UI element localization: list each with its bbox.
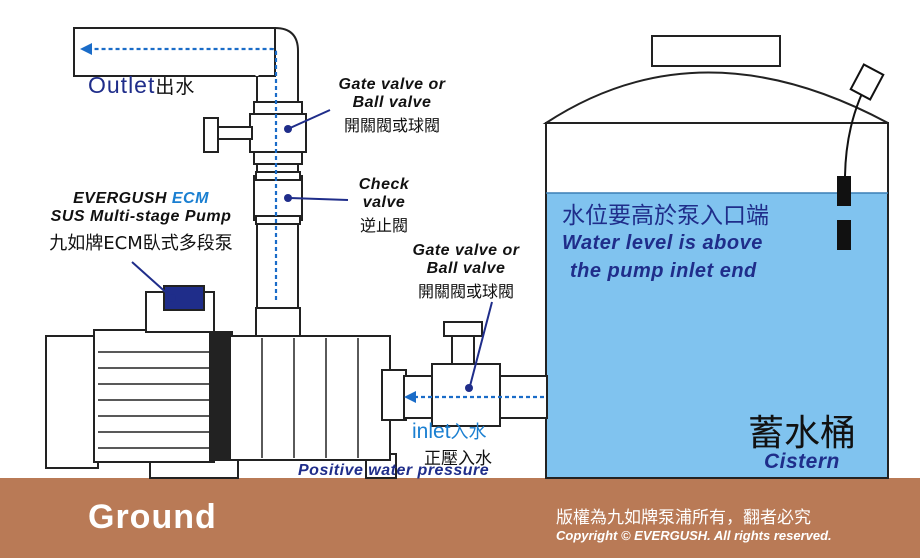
valve-body-top: [249, 113, 307, 153]
gate-valve-top-label: Gate valve or Ball valve 開關閥或球閥: [316, 76, 468, 136]
motor-dark-band: [209, 331, 233, 461]
check-valve-collar-a: [255, 171, 301, 181]
pump-brand-suffix: ECM: [171, 190, 209, 207]
outlet-flow-arrowhead: [80, 43, 92, 55]
cistern: [542, 35, 889, 479]
pump-label-line2: SUS Multi-stage Pump: [50, 208, 232, 225]
pump: [45, 285, 407, 479]
inlet-cn2: 正壓入水: [424, 449, 492, 469]
pump-brand: EVERGUSH: [73, 190, 167, 207]
check-valve-collar-b: [255, 215, 301, 225]
footer-cn: 版權為九如牌泵浦所有，翻者必究: [556, 508, 811, 528]
inlet-label: inlet入水: [412, 418, 487, 444]
leader-lines: [131, 109, 493, 387]
tank-note-en2: the pump inlet end: [570, 260, 757, 282]
inlet-valve-stem: [451, 335, 475, 365]
leader-gate-valve-top: [289, 109, 331, 129]
inlet-label-cn: 入水: [450, 422, 487, 443]
motor-body: [93, 329, 215, 463]
inlet-flow-arrowhead: [404, 391, 416, 403]
gate-valve-top-line1: Gate valve or: [338, 76, 446, 93]
marker-pump: [168, 294, 176, 302]
pipe-collar-upper: [253, 101, 303, 115]
inlet-valve-body: [431, 363, 501, 427]
tank-note-cn: 水位要高於泵入口端: [562, 203, 769, 229]
pump-stages: [261, 338, 359, 458]
valve-handle-top: [203, 117, 219, 153]
gate-valve-inlet-line1: Gate valve or: [412, 242, 520, 259]
gate-valve-top-line2: Ball valve: [352, 94, 432, 111]
gate-valve-top-cn: 開關閥或球閥: [343, 116, 440, 135]
check-valve-line1: Check: [358, 176, 410, 193]
ground-band: [0, 478, 920, 558]
positive-pressure-note: Positive water pressure: [298, 462, 490, 479]
cistern-name-en: Cistern: [764, 450, 840, 473]
pump-label-line1: EVERGUSH ECM: [30, 190, 252, 208]
gate-valve-inlet-label: Gate valve or Ball valve 開關閥或球閥: [390, 242, 542, 302]
check-valve-label: Check valve 逆止閥: [340, 176, 428, 236]
outlet-flow-line: [88, 47, 278, 300]
pipe-collar-mid: [253, 151, 303, 165]
check-valve-line2: valve: [362, 194, 406, 211]
cistern-name-cn: 蓄水桶: [748, 413, 857, 454]
float-switch-mount: [849, 63, 885, 101]
pump-label: EVERGUSH ECM SUS Multi-stage Pump 九如牌ECM…: [30, 190, 252, 255]
pump-housing: [229, 335, 391, 461]
inlet-valve-handle: [443, 321, 483, 337]
outlet-label-cn: 出水: [155, 76, 196, 98]
discharge-pipe: [73, 27, 307, 337]
gate-valve-inlet-cn: 開關閥或球閥: [417, 282, 514, 301]
float-switch-upper: [837, 176, 851, 206]
pump-label-cn: 九如牌ECM臥式多段泵: [49, 233, 233, 254]
motor-end-cap: [45, 335, 99, 469]
inlet-label-en: inlet: [412, 420, 451, 443]
tank-note-en1: Water level is above: [562, 232, 763, 254]
marker-check-valve: [284, 194, 292, 202]
outlet-label-en: Outlet: [88, 72, 156, 98]
footer-en: Copyright © EVERGUSH. All rights reserve…: [556, 528, 832, 543]
water-fill: [547, 193, 887, 477]
ground-label: Ground: [88, 498, 217, 536]
outlet-label: Outlet出水: [88, 72, 195, 99]
check-valve-cn: 逆止閥: [359, 216, 408, 235]
motor-fins: [98, 351, 210, 449]
leader-check-valve: [289, 197, 349, 201]
marker-gate-valve-top: [284, 125, 292, 133]
cistern-lid: [651, 35, 781, 67]
inlet-pipe: [403, 321, 548, 427]
valve-stem-top: [217, 126, 253, 140]
marker-gate-valve-inlet: [465, 384, 473, 392]
float-switch-lower: [837, 220, 851, 250]
outlet-pipe-top: [73, 27, 276, 77]
leader-pump: [131, 261, 171, 297]
gate-valve-inlet-line2: Ball valve: [426, 260, 506, 277]
cistern-dome: [542, 71, 889, 124]
leader-gate-valve-inlet: [469, 301, 493, 387]
pump-inlet-flange: [381, 369, 407, 421]
pump-outlet-neck: [255, 307, 301, 337]
